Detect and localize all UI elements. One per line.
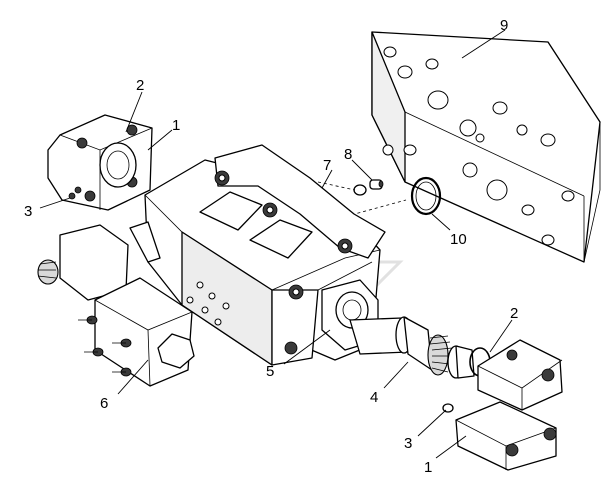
o-ring-part-10 — [410, 176, 442, 216]
callout-2-right: 2 — [510, 305, 518, 322]
mounting-plate-part-9 — [371, 31, 601, 263]
solenoid-valve-part-6 — [37, 224, 195, 387]
small-seal-part-3-left — [68, 186, 82, 200]
callout-6: 6 — [100, 395, 108, 412]
leader-lines — [39, 29, 513, 459]
callout-8: 8 — [344, 146, 352, 163]
callout-4: 4 — [370, 389, 378, 406]
plug-part-8 — [369, 179, 384, 190]
split-flange-part-1-right — [455, 339, 563, 471]
callout-5: 5 — [266, 363, 274, 380]
callout-3-left: 3 — [24, 203, 32, 220]
small-seal-part-7 — [353, 184, 367, 196]
callout-1-right: 1 — [424, 459, 432, 476]
small-seal-part-3-right — [442, 403, 454, 413]
callout-7: 7 — [323, 157, 331, 174]
callout-1-left: 1 — [172, 117, 180, 134]
callout-labels: 2 1 3 9 7 8 10 6 5 4 2 3 1 — [24, 17, 518, 476]
mounting-plate-holes — [382, 46, 575, 246]
callout-2-left: 2 — [136, 77, 144, 94]
main-valve-body — [129, 144, 386, 366]
adapter-fitting-part-4 — [349, 316, 475, 379]
callout-3-right: 3 — [404, 435, 412, 452]
body-ports — [186, 281, 230, 326]
callout-9: 9 — [500, 17, 508, 34]
callout-10: 10 — [450, 231, 467, 248]
o-ring-part-2-left — [99, 142, 137, 188]
